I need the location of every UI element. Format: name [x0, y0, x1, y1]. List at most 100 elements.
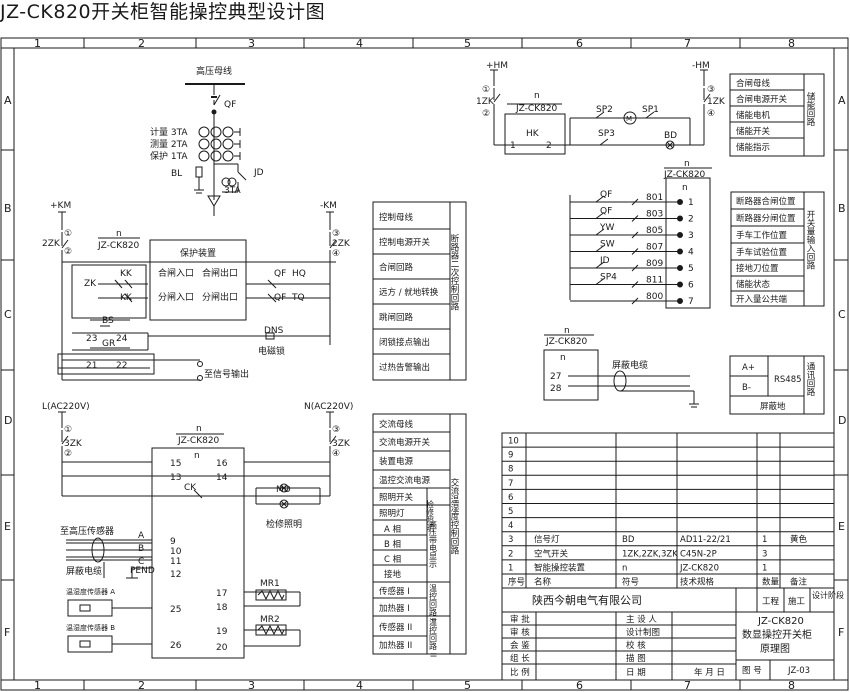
stage-label: 施工 [788, 596, 806, 607]
row-label: E [838, 520, 845, 533]
terminal-num: ① [482, 85, 490, 95]
row-label: D [4, 414, 12, 427]
terminal-dot [677, 265, 683, 271]
tb-date: 年 月 日 [694, 667, 725, 678]
legend-a-side: 断路器二次控制回路 [449, 233, 459, 311]
bom-cell: 备注 [790, 577, 808, 588]
terminal-num: 10 [170, 547, 182, 557]
tb-mid-label: 设计制图 [626, 627, 660, 638]
switch-contact [595, 212, 605, 219]
hm-plus-label: +HM [486, 61, 508, 71]
terminal-mark [631, 248, 639, 255]
switch-label: SP4 [600, 273, 617, 283]
row-label: F [838, 626, 844, 639]
switch-label: QF [600, 207, 612, 217]
terminal-num: 22 [116, 361, 127, 371]
input-item: 接地刀位置 [736, 263, 779, 274]
trip-in-label: 分闸入口 [158, 292, 194, 303]
legend-mid: 高压带电显示 [429, 519, 438, 568]
terminal-num: 1 [688, 198, 694, 208]
legend-b-side: 交流温湿度控制回路 [449, 477, 459, 555]
terminal-num: 23 [86, 334, 97, 344]
terminal-mark [631, 231, 639, 239]
legend-item: 照明灯 [379, 508, 405, 519]
qf-label: QF [274, 293, 286, 303]
bom-cell: 4 [508, 521, 513, 531]
company-name: 陕西今朝电气有限公司 [532, 593, 642, 607]
legend-item: A 相 [384, 524, 401, 535]
terminal-num: ① [64, 425, 72, 435]
wire-code: 809 [646, 259, 663, 269]
bom-cell: 信号灯 [534, 534, 560, 545]
hk-label: HK [526, 129, 540, 139]
legend-b-table [372, 413, 467, 655]
terminal-num: 26 [170, 641, 182, 651]
page-title: JZ-CK820开关柜智能操控典型设计图 [0, 1, 326, 23]
terminal-num: 17 [216, 589, 227, 599]
legend-item: 合闸回路 [379, 262, 414, 273]
terminal-num: 7 [688, 297, 694, 307]
row-label: A [4, 94, 12, 107]
storage-table [729, 73, 825, 157]
hm-minus-label: -HM [692, 61, 710, 71]
legend-mid: 检修照明 [426, 499, 435, 533]
terminal-num: 4 [688, 248, 694, 258]
terminal-num: 2 [688, 215, 694, 225]
terminal-num: ③ [332, 425, 340, 435]
terminal-num: 25 [170, 605, 181, 615]
terminal-num: 1 [510, 141, 516, 151]
col-label: 6 [576, 679, 583, 692]
trip-out-label: 分闸出口 [202, 291, 238, 303]
input-item: 断路器合闸位置 [736, 196, 796, 207]
terminal-num: 2 [546, 141, 552, 151]
cable-label: 屏蔽电缆 [66, 565, 102, 577]
bom-cell: 6 [508, 493, 513, 503]
col-label: 6 [576, 37, 583, 50]
terminal-num: 20 [216, 643, 228, 653]
legend-item: B 相 [384, 539, 401, 550]
bom-cell: C45N-2P [680, 549, 717, 559]
bom-cell: 智能操控装置 [534, 562, 586, 573]
legend-item: 远方 / 就地转换 [379, 287, 439, 298]
dc-control-circuit [57, 211, 337, 381]
n-label: n [196, 424, 202, 434]
terminal-num: ④ [332, 249, 340, 259]
tb-left-label: 审 批 [510, 614, 530, 625]
km-plus-label: +KM [50, 201, 71, 211]
device-label: JZ-CK820 [97, 241, 140, 251]
terminal-num: ② [482, 109, 490, 119]
rs-b-label: B- [742, 383, 751, 393]
design-stage-label: 设计阶段 [812, 590, 844, 600]
drawing-no: JZ-03 [787, 666, 810, 676]
col-label: 1 [34, 37, 41, 50]
sp-label: SP1 [642, 105, 659, 115]
bom-cell: 名称 [534, 577, 552, 588]
terminal-dot [677, 281, 683, 288]
lock-label: 电磁锁 [258, 345, 285, 357]
zk-label: ZK [84, 279, 97, 289]
switch-contact [595, 228, 605, 236]
col-label: 4 [356, 679, 363, 692]
bom-cell: n [622, 563, 627, 573]
phase-label: C [138, 557, 144, 567]
col-label: 3 [248, 37, 255, 50]
switch-contact [595, 261, 605, 269]
storage-item: 合闸母线 [736, 78, 771, 89]
protection-title: 保护装置 [180, 247, 216, 259]
inputs-circuit [569, 167, 712, 309]
terminal-num: ④ [332, 449, 340, 459]
project-label: 工程 [762, 597, 780, 607]
legend-item: 照明开关 [379, 492, 414, 503]
input-item: 手车试验位置 [736, 247, 788, 258]
n-label: n [534, 91, 540, 101]
wire-code: 807 [646, 243, 663, 253]
row-label: B [838, 202, 846, 215]
terminal-num: 18 [216, 603, 228, 613]
terminal-mark [631, 215, 639, 222]
storage-item: 储能开关 [736, 126, 771, 137]
terminal-num: 6 [688, 281, 694, 291]
legend-item: 加热器 II [379, 640, 412, 651]
legend-item: 温控交流电源 [379, 475, 431, 486]
ct-label: 保护 1TA [150, 150, 188, 162]
n-label: n [560, 353, 566, 363]
